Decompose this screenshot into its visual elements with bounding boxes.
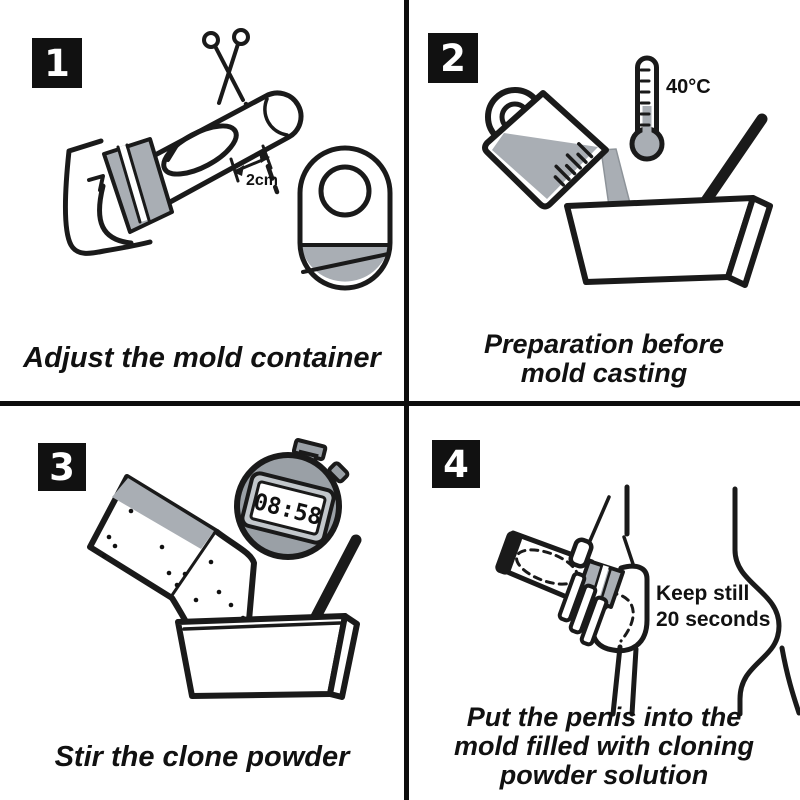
step-1-caption: Adjust the mold container [0,343,404,374]
horizontal-divider [0,401,800,406]
caption-line: powder solution [499,760,709,790]
caption-line: Preparation before [483,329,725,359]
step-2-badge: 2 [428,33,478,83]
step-3-badge: 3 [38,443,86,491]
step-1-badge: 1 [32,38,82,88]
legs-lines [610,644,639,717]
mold-container-front-view [297,145,393,291]
step-3-caption: Stir the clone powder [0,742,404,773]
panel3-illustration: 08:58 [87,438,362,700]
caption-line: mold filled with cloning [454,731,754,761]
measuring-cup-icon [482,87,609,210]
panel4-illustration [495,484,800,717]
white-straps [557,571,609,647]
keep-still-label-line1: Keep still [656,582,750,605]
caption-line: Stir the clone powder [54,741,350,773]
caption-line: Adjust the mold container [23,342,381,374]
step-4-badge: 4 [432,440,480,488]
body-line-thin [622,535,635,566]
mold-box [175,613,360,700]
body-profile-curve [732,486,800,717]
keep-still-label-line2: 20 seconds [656,608,771,631]
stopwatch-icon: 08:58 [234,438,350,560]
vertical-divider [404,0,409,800]
mold-tube-side-view [63,90,304,256]
step-2-caption: Preparation before mold casting [408,330,800,388]
clip-knob [568,537,594,569]
panel2-illustration [482,55,773,288]
step-4-caption: Put the penis into the mold filled with … [408,703,800,790]
caption-line: Put the penis into the [466,702,742,732]
temperature-label: 40°C [666,76,711,98]
thermometer-icon [629,55,665,162]
dimension-arrow [229,144,273,183]
scissors-icon [202,28,250,105]
cut-length-label: 2cm [246,172,279,189]
powder-bag-icon [87,474,257,635]
strap-band [102,137,174,234]
mold-tube-worn [495,495,650,654]
caption-line: mold casting [520,358,688,388]
panel1-illustration [63,28,393,291]
mold-box [564,195,773,288]
